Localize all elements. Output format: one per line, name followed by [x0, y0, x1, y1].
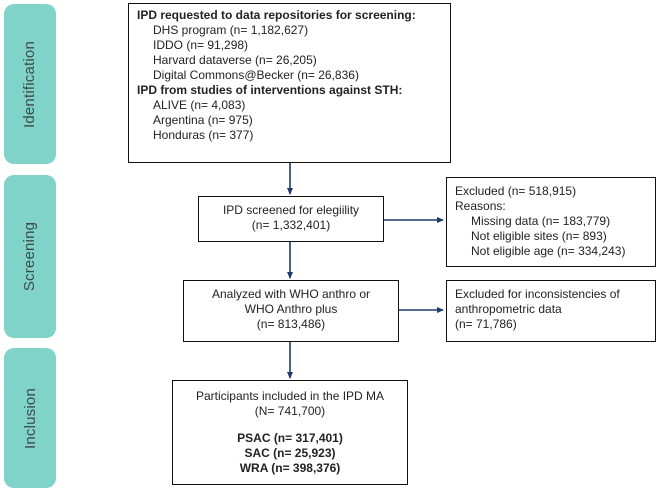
screened-count: (n= 1,332,401)	[251, 218, 331, 232]
repo-dhs: DHS program (n= 1,182,627)	[153, 23, 309, 37]
reason-missing-data: Missing data (n= 183,779)	[471, 214, 611, 228]
stage-identification: Identification	[4, 4, 56, 164]
inconsistent-excluded-box: Excluded for inconsistencies of anthropo…	[446, 280, 656, 342]
reason-not-eligible-sites: Not eligible sites (n= 893)	[471, 229, 607, 243]
study-alive: ALIVE (n= 4,083)	[153, 98, 246, 112]
excluded-box: Excluded (n= 518,915) Reasons: Missing d…	[446, 177, 656, 267]
inconsistent-label-1: Excluded for inconsistencies of	[455, 287, 620, 301]
analyzed-count: (n= 813,486)	[256, 317, 326, 331]
included-label: Participants included in the IPD MA	[195, 389, 385, 403]
included-box: Participants included in the IPD MA (N= …	[172, 380, 408, 485]
repo-harvard: Harvard dataverse (n= 26,205)	[153, 53, 317, 67]
analyzed-label-2: WHO Anthro plus	[244, 302, 338, 316]
included-spacer	[177, 419, 403, 431]
study-argentina: Argentina (n= 975)	[153, 113, 253, 127]
analyzed-box: Analyzed with WHO anthro or WHO Anthro p…	[183, 280, 399, 342]
stage-inclusion-label: Inclusion	[21, 387, 39, 449]
screened-label: IPD screened for elegiility	[222, 203, 360, 217]
study-honduras: Honduras (n= 377)	[153, 128, 254, 142]
included-total: (N= 741,700)	[254, 404, 326, 418]
screened-box: IPD screened for elegiility (n= 1,332,40…	[198, 196, 384, 242]
analyzed-label-1: Analyzed with WHO anthro or	[211, 287, 371, 301]
group-sac: SAC (n= 25,923)	[244, 446, 336, 460]
group-wra: WRA (n= 398,376)	[239, 461, 341, 475]
stage-screening-label: Screening	[21, 221, 39, 292]
group-psac: PSAC (n= 317,401)	[237, 431, 343, 445]
stage-inclusion: Inclusion	[4, 348, 56, 488]
repo-iddo: IDDO (n= 91,298)	[153, 38, 249, 52]
inconsistent-label-2: anthropometric data	[455, 302, 562, 316]
identification-box: IPD requested to data repositories for s…	[128, 3, 451, 163]
excluded-count: Excluded (n= 518,915)	[455, 184, 577, 198]
excluded-reasons-label: Reasons:	[455, 199, 506, 213]
stage-identification-label: Identification	[21, 40, 39, 128]
repositories-heading: IPD requested to data repositories for s…	[137, 8, 416, 22]
stage-screening: Screening	[4, 175, 56, 338]
inconsistent-count: (n= 71,786)	[455, 317, 517, 331]
reason-not-eligible-age: Not eligible age (n= 334,243)	[471, 244, 626, 258]
repo-digital-commons: Digital Commons@Becker (n= 26,836)	[153, 68, 359, 82]
studies-heading: IPD from studies of interventions agains…	[137, 83, 403, 97]
